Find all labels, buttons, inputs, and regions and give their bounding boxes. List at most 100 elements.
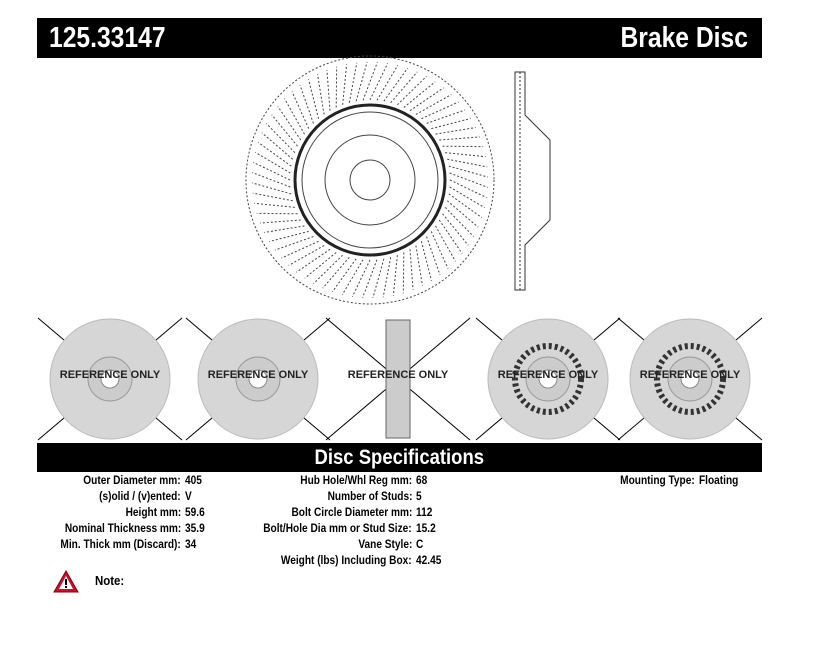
vane-line bbox=[317, 74, 325, 115]
vane-line bbox=[446, 200, 479, 228]
vane-line bbox=[255, 151, 291, 174]
vane-line bbox=[257, 141, 292, 167]
spec-value: 68 bbox=[416, 475, 428, 487]
reference-thumbnail: REFERENCE ONLY bbox=[325, 317, 471, 441]
vane-line bbox=[296, 248, 331, 273]
reference-only-label: REFERENCE ONLY bbox=[498, 369, 599, 381]
vane-line bbox=[442, 213, 469, 246]
vane-line bbox=[390, 71, 418, 104]
reference-thumbnail: REFERENCE ONLY bbox=[475, 317, 621, 441]
spec-label: Nominal Thickness mm: bbox=[64, 523, 181, 535]
vane-line bbox=[409, 249, 414, 290]
vane-line bbox=[269, 230, 309, 242]
vane-line bbox=[266, 123, 296, 153]
vane-line bbox=[299, 84, 314, 124]
spec-label: (s)olid / (v)ented: bbox=[99, 491, 181, 503]
reference-only-label: REFERENCE ONLY bbox=[208, 369, 309, 381]
vane-line bbox=[254, 202, 295, 208]
vane-line bbox=[409, 87, 444, 112]
header-bar: 125.33147 Brake Disc bbox=[37, 18, 762, 58]
vane-line bbox=[397, 76, 427, 106]
vane-line bbox=[449, 172, 488, 188]
vane-line bbox=[251, 182, 292, 195]
spec-value: 112 bbox=[416, 507, 433, 519]
vane-line bbox=[403, 81, 436, 108]
vane-line bbox=[444, 207, 474, 237]
vane-line bbox=[326, 70, 331, 111]
vane-line bbox=[264, 225, 305, 233]
vane-line bbox=[274, 236, 314, 251]
spec-label: Vane Style: bbox=[357, 539, 412, 551]
product-title: Brake Disc bbox=[620, 22, 748, 54]
vane-line bbox=[426, 236, 441, 276]
reference-only-label: REFERENCE ONLY bbox=[640, 369, 741, 381]
vane-line bbox=[342, 64, 348, 105]
vane-line bbox=[372, 258, 385, 299]
vane-line bbox=[447, 158, 488, 168]
vane-line bbox=[331, 258, 357, 293]
vane-line bbox=[420, 241, 432, 281]
vane-line bbox=[448, 193, 483, 219]
vane-line bbox=[291, 91, 310, 129]
vane-line bbox=[351, 259, 371, 297]
vane-line bbox=[253, 161, 291, 181]
spec-value: 15.2 bbox=[416, 523, 436, 535]
spec-value: V bbox=[185, 491, 192, 503]
spec-value: Floating bbox=[699, 475, 739, 487]
spec-label: Height mm: bbox=[125, 507, 181, 519]
vane-line bbox=[260, 219, 301, 224]
spec-label: Bolt/Hole Dia mm or Stud Size: bbox=[263, 523, 412, 535]
disc-front-drawing bbox=[245, 55, 495, 305]
disc-side-profile bbox=[514, 71, 551, 291]
vane-line bbox=[438, 219, 463, 254]
vane-line bbox=[362, 62, 378, 101]
vane-line bbox=[426, 109, 466, 124]
spec-label: Hub Hole/Whl Reg mm: bbox=[300, 475, 412, 487]
specs-title: Disc Specifications bbox=[314, 446, 485, 469]
vane-line bbox=[281, 240, 319, 259]
note-label: Note: bbox=[94, 573, 125, 588]
vane-line bbox=[369, 63, 389, 101]
spec-value: 35.9 bbox=[185, 523, 205, 535]
spec-label: Mounting Type: bbox=[620, 475, 695, 487]
reference-thumbnail: REFERENCE ONLY bbox=[617, 317, 763, 441]
reference-only-label: REFERENCE ONLY bbox=[60, 369, 161, 381]
vane-line bbox=[308, 79, 320, 119]
vane-line bbox=[430, 231, 449, 269]
vane-line bbox=[376, 65, 399, 101]
spec-value: 59.6 bbox=[185, 507, 205, 519]
reference-thumbnail: REFERENCE ONLY bbox=[185, 317, 331, 441]
vane-line bbox=[313, 254, 343, 284]
part-number: 125.33147 bbox=[49, 22, 166, 54]
vane-line bbox=[348, 62, 358, 103]
spec-label: Weight (lbs) Including Box: bbox=[281, 555, 412, 567]
vane-line bbox=[435, 225, 456, 262]
vane-line bbox=[362, 259, 378, 298]
vane-line bbox=[448, 165, 489, 178]
vane-line bbox=[415, 94, 452, 115]
vane-line bbox=[304, 252, 337, 279]
spec-value: 42.45 bbox=[416, 555, 442, 567]
spec-label: Outer Diameter mm: bbox=[83, 475, 181, 487]
reference-thumbnail: REFERENCE ONLY bbox=[37, 317, 183, 441]
vane-line bbox=[392, 255, 398, 296]
vane-line bbox=[261, 132, 294, 160]
vane-line bbox=[284, 98, 305, 135]
vane-line bbox=[355, 61, 368, 102]
vane-line bbox=[288, 245, 325, 266]
vane-line bbox=[435, 127, 476, 135]
spec-value: 34 bbox=[185, 539, 197, 551]
vane-line bbox=[382, 257, 392, 298]
specs-title-bar: Disc Specifications bbox=[37, 443, 762, 472]
vane-line bbox=[252, 192, 293, 202]
spec-value: 5 bbox=[416, 491, 422, 503]
vane-line bbox=[421, 101, 459, 120]
spec-label: Number of Studs: bbox=[327, 491, 412, 503]
spec-value: 405 bbox=[185, 475, 202, 487]
vane-line bbox=[277, 106, 302, 141]
spec-label: Bolt Circle Diameter mm: bbox=[291, 507, 412, 519]
spec-value: C bbox=[416, 539, 424, 551]
vane-line bbox=[271, 114, 298, 147]
vane-line bbox=[341, 259, 364, 295]
